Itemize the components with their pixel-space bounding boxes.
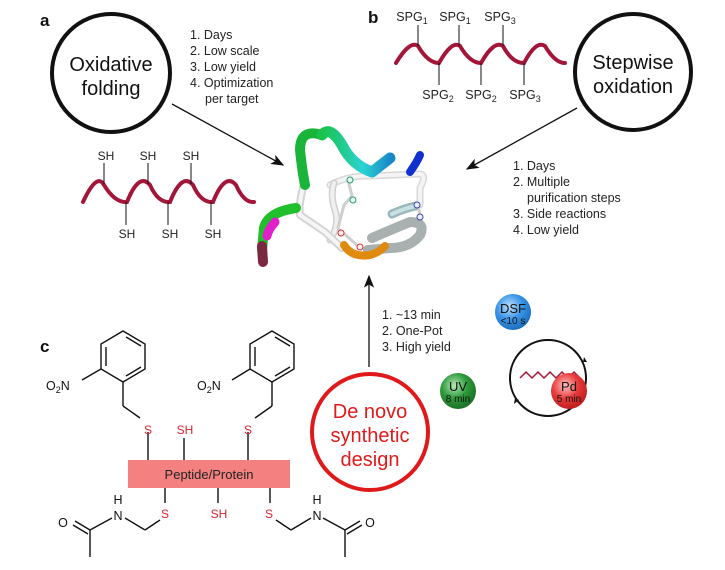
- cycle-arrow-icon: [583, 357, 587, 362]
- cycle-ring: [509, 339, 587, 417]
- nitro-group-right: O2N: [197, 379, 221, 395]
- arrow-b-to-protein: [465, 107, 578, 170]
- list-item: 2. One-Pot: [382, 324, 443, 338]
- stepwise-oxidation-line1: Stepwise: [592, 52, 673, 74]
- benzene-ring-left: [100, 330, 146, 383]
- pd-reagent-bubble: Pd 5 min: [551, 373, 587, 409]
- spg-label: SPG2: [422, 88, 453, 104]
- spg-label: SPG1: [439, 10, 470, 26]
- arrow-a-to-protein: [171, 103, 285, 166]
- uv-reagent-bubble: UV 8 min: [440, 373, 476, 409]
- list-item: purification steps: [527, 191, 621, 205]
- protecting-group-stems-b: [417, 25, 525, 85]
- thiol-label: SH: [162, 227, 179, 241]
- list-item: 2. Multiple: [513, 175, 570, 189]
- benzene-ring-right: [249, 330, 295, 383]
- list-item: 1. Days: [513, 159, 555, 173]
- oxidative-folding-line2: folding: [82, 78, 141, 100]
- folded-peptide-structure: [257, 126, 427, 267]
- peptide-protein-box: [128, 460, 290, 488]
- list-item: 3. Low yield: [190, 60, 256, 74]
- peptide-backbone-wave-b: [394, 42, 567, 66]
- dsf-time: <10 s: [501, 316, 526, 327]
- panel-letter-a: a: [40, 11, 50, 30]
- spg-label: SPG3: [484, 10, 515, 26]
- amide-n-left: N: [113, 509, 122, 523]
- de-novo-line3: design: [341, 449, 400, 471]
- panel-c-advantages-list: 1. ~13 min 2. One-Pot 3. High yield: [382, 308, 451, 354]
- carbonyl-o-right: O: [365, 516, 375, 530]
- pd-label: Pd: [561, 379, 577, 394]
- thioether-s-bottom-right: S: [265, 507, 273, 521]
- spg-label: SPG2: [465, 88, 496, 104]
- amide-h-right: H: [312, 493, 321, 507]
- de-novo-line1: De novo: [333, 401, 408, 423]
- list-item: 3. High yield: [382, 340, 451, 354]
- list-item: 1. Days: [190, 28, 232, 42]
- thioether-s-bottom-left: S: [161, 507, 169, 521]
- uv-time: 8 min: [446, 394, 470, 405]
- thiol-label: SH: [119, 227, 136, 241]
- thiol-stems-a: [103, 163, 212, 225]
- list-item: 4. Optimization: [190, 76, 273, 90]
- thiol-sh-top: SH: [177, 423, 194, 437]
- thiol-label: SH: [140, 149, 157, 163]
- thioether-s-top-right: S: [244, 423, 252, 437]
- cycle-arrow-icon: [514, 398, 519, 404]
- list-item: 1. ~13 min: [382, 308, 441, 322]
- panel-b-drawbacks-list: 1. Days 2. Multiple purification steps 3…: [513, 159, 621, 237]
- peptide-protein-label: Peptide/Protein: [165, 467, 254, 482]
- nitro-group-left: O2N: [46, 379, 70, 395]
- amide-h-left: H: [113, 493, 122, 507]
- chemical-structure: [72, 330, 363, 557]
- peptide-backbone-wave-a: [81, 179, 256, 205]
- oxidative-folding-circle: [50, 12, 172, 134]
- dsf-label: DSF: [500, 301, 526, 316]
- panel-a-drawbacks-list: 1. Days 2. Low scale 3. Low yield 4. Opt…: [190, 28, 273, 106]
- panel-a: a Oxidative folding 1. Days 2. Low scale…: [40, 11, 285, 241]
- de-novo-line2: synthetic: [331, 425, 410, 447]
- list-item: 2. Low scale: [190, 44, 260, 58]
- thiol-sh-bottom: SH: [211, 507, 228, 521]
- stepwise-oxidation-circle: [573, 12, 693, 132]
- thioether-s-top-left: S: [144, 423, 152, 437]
- carbonyl-o-left: O: [58, 516, 68, 530]
- thiol-label: SH: [98, 149, 115, 163]
- thiol-label: SH: [183, 149, 200, 163]
- oxidative-folding-line1: Oxidative: [69, 54, 152, 76]
- amide-n-right: N: [312, 509, 321, 523]
- de-novo-design-circle: [310, 372, 430, 492]
- list-item: 4. Low yield: [513, 223, 579, 237]
- spg-label: SPG3: [509, 88, 540, 104]
- uv-label: UV: [449, 379, 467, 394]
- deprotection-cycle: DSF <10 s Pd 5 min UV 8 min: [440, 294, 587, 417]
- stepwise-oxidation-line2: oxidation: [593, 76, 673, 98]
- panel-letter-b: b: [368, 8, 378, 27]
- list-item: per target: [205, 92, 259, 106]
- panel-c: c 1. ~13 min 2. One-Pot 3. High yield De…: [40, 274, 587, 557]
- spg-label: SPG1: [396, 10, 427, 26]
- panel-letter-c: c: [40, 337, 49, 356]
- list-item: 3. Side reactions: [513, 207, 606, 221]
- panel-b: b SPG1 SPG1 SPG3 SPG2 SPG2 SPG3 Stepwise…: [368, 8, 693, 237]
- pd-time: 5 min: [557, 394, 581, 405]
- thiol-label: SH: [205, 227, 222, 241]
- dsf-reagent-bubble: DSF <10 s: [495, 294, 531, 330]
